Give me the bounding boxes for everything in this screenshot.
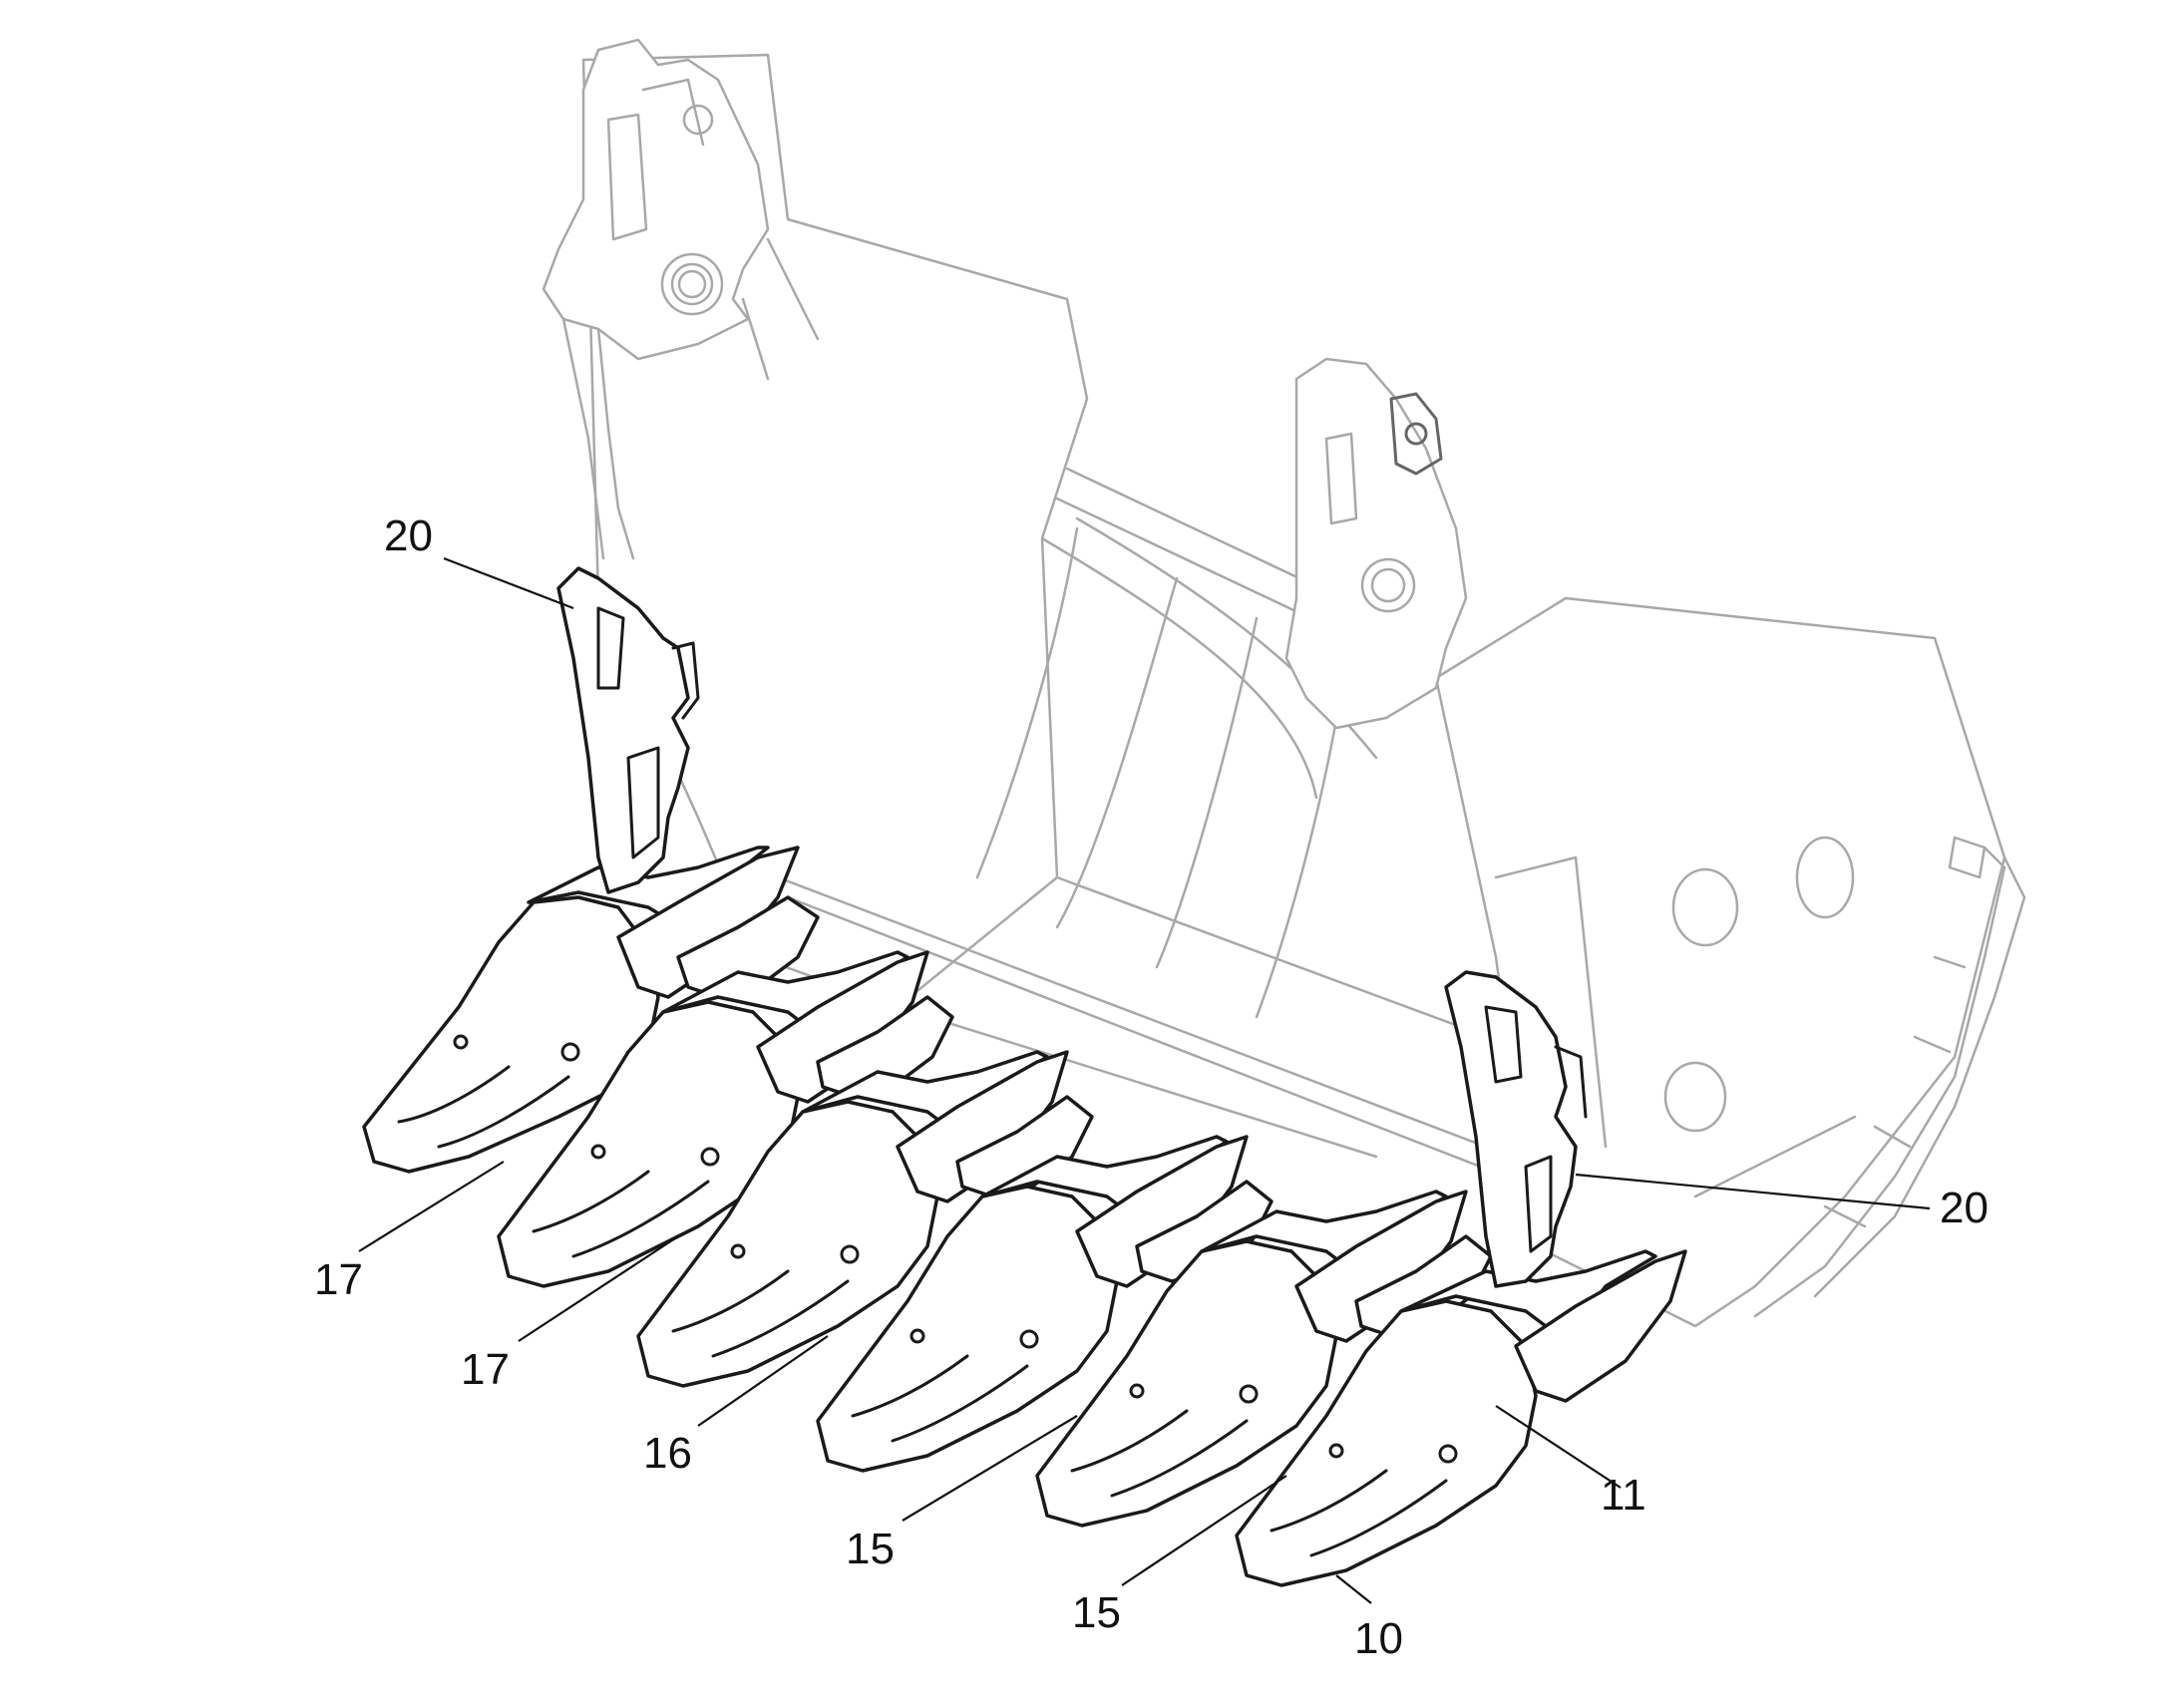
teeth-row xyxy=(362,846,1687,1587)
side-protector-right xyxy=(1444,970,1588,1288)
ref-label-11: 11 xyxy=(1601,1471,1646,1520)
adapter-6 xyxy=(1514,1249,1687,1403)
ref-label-15-second: 15 xyxy=(1072,1588,1121,1637)
ref-label-20-right: 20 xyxy=(1940,1184,1989,1232)
left-mount-bracket xyxy=(542,38,820,560)
tooth-4 xyxy=(816,1135,1229,1473)
ref-label-17-first: 17 xyxy=(314,1255,363,1304)
right-mount-bracket xyxy=(1284,357,1468,730)
leader-lines xyxy=(358,556,1931,1604)
adapter-2 xyxy=(756,950,954,1104)
ref-label-20-top: 20 xyxy=(384,512,433,560)
side-protector-left xyxy=(556,566,700,894)
tooth-6 xyxy=(1235,1249,1657,1587)
ref-label-10: 10 xyxy=(1354,1614,1403,1663)
ref-label-17-second: 17 xyxy=(461,1345,510,1394)
adapter-3 xyxy=(896,1050,1094,1203)
adapter-1 xyxy=(616,846,820,999)
ref-label-15-first: 15 xyxy=(846,1525,895,1573)
ref-label-16: 16 xyxy=(643,1429,692,1478)
